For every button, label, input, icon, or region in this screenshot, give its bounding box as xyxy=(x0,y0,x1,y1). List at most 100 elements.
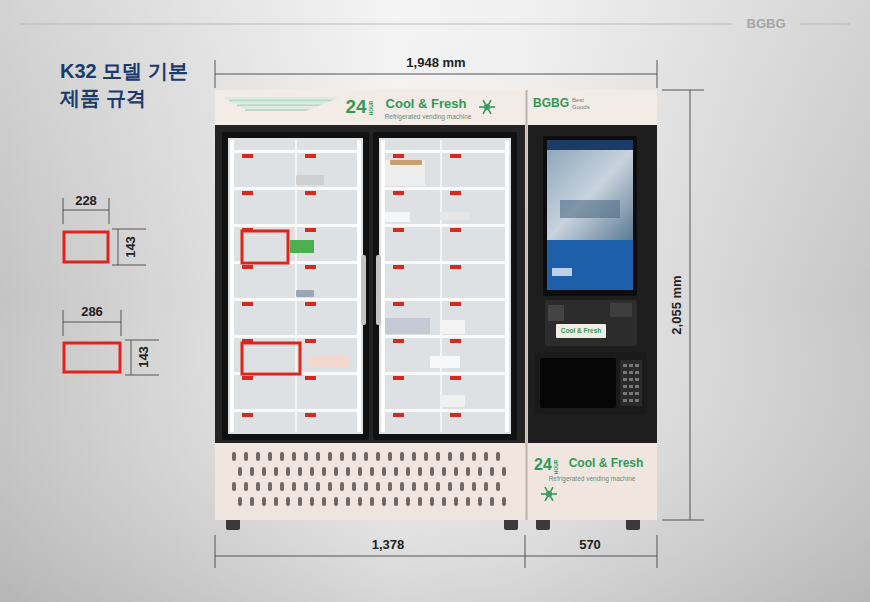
top-banner xyxy=(215,90,525,125)
dimension-tick xyxy=(125,340,159,341)
keypad-button xyxy=(629,385,633,388)
vent-slot xyxy=(232,482,236,491)
price-tag xyxy=(242,376,253,380)
snowflake-icon xyxy=(545,487,553,501)
brand-small: HOUR xyxy=(369,101,375,116)
vent-slot xyxy=(346,467,350,476)
vent-slot xyxy=(268,452,272,461)
price-tag xyxy=(393,376,404,380)
price-tag xyxy=(393,265,404,269)
price-tag xyxy=(305,302,316,306)
product-item xyxy=(440,320,465,334)
vent-slot xyxy=(472,452,476,461)
dimension-label: 286 xyxy=(81,305,103,319)
size-sample xyxy=(64,232,108,262)
dimension-label: 1,948 mm xyxy=(406,56,465,70)
dimension-tick xyxy=(125,375,159,376)
dimension-label: 143 xyxy=(124,236,138,258)
vent-slot xyxy=(472,482,476,491)
price-tag xyxy=(393,154,404,158)
vent-slot xyxy=(244,452,248,461)
banner-stripe xyxy=(233,102,328,104)
shelf-line xyxy=(385,150,505,153)
vent-slot xyxy=(274,467,278,476)
dimension-tick xyxy=(662,520,704,521)
product-item xyxy=(385,318,430,334)
vent-slot xyxy=(310,497,314,506)
brand-subtitle: Best Goods xyxy=(572,97,592,110)
keypad-button xyxy=(629,371,633,374)
keypad-button xyxy=(623,364,627,367)
price-tag xyxy=(242,265,253,269)
vent-slot xyxy=(364,482,368,491)
snowflake-icon xyxy=(483,100,491,114)
vent-slot xyxy=(406,497,410,506)
dimension-line xyxy=(215,556,657,557)
vent-slot xyxy=(232,452,236,461)
vent-slot xyxy=(292,452,296,461)
product-item xyxy=(385,212,410,222)
price-tag xyxy=(393,339,404,343)
vent-slot xyxy=(502,497,506,506)
vent-slot xyxy=(340,482,344,491)
shelf-line xyxy=(234,335,357,338)
vent-slot xyxy=(478,497,482,506)
product-sticker xyxy=(310,355,350,367)
keypad-button xyxy=(635,371,639,374)
price-tag xyxy=(305,154,316,158)
door-handle xyxy=(376,255,381,325)
brand-text: Cool & Fresh xyxy=(569,457,644,470)
product-item xyxy=(440,395,465,407)
banner-stripe xyxy=(225,97,340,99)
vent-slot xyxy=(286,497,290,506)
door-led xyxy=(381,140,385,432)
door-handle xyxy=(361,255,366,325)
price-tag xyxy=(393,191,404,195)
base-panel xyxy=(215,443,525,520)
vent-slot xyxy=(340,452,344,461)
screen-lower xyxy=(547,240,633,290)
vent-slot xyxy=(490,497,494,506)
vent-slot xyxy=(250,467,254,476)
screen-photo xyxy=(547,150,633,240)
product-item xyxy=(296,175,324,185)
price-tag xyxy=(393,413,404,417)
vent-slot xyxy=(478,467,482,476)
vent-slot xyxy=(244,482,248,491)
door-led xyxy=(357,140,361,432)
vent-slot xyxy=(304,452,308,461)
product-item xyxy=(296,290,314,297)
product-item xyxy=(385,160,425,186)
snowflake-icon xyxy=(484,104,490,110)
vent-slot xyxy=(256,452,260,461)
watermark: BGBG xyxy=(747,17,786,31)
vent-slot xyxy=(310,467,314,476)
vent-slot xyxy=(346,497,350,506)
keypad-button xyxy=(629,364,633,367)
vent-slot xyxy=(382,497,386,506)
vent-slot xyxy=(304,482,308,491)
snowflake-icon xyxy=(545,487,553,501)
sticker xyxy=(556,324,606,338)
sticker-text: Cool & Fresh xyxy=(561,327,601,334)
vent-slot xyxy=(484,482,488,491)
screen-element xyxy=(552,268,572,276)
vent-slot xyxy=(412,452,416,461)
vent-slot xyxy=(430,497,434,506)
keypad-button xyxy=(623,371,627,374)
dimension-tick xyxy=(109,198,110,224)
price-tag xyxy=(450,376,461,380)
shelf-line xyxy=(385,261,505,264)
vent-slot xyxy=(454,467,458,476)
vent-slot xyxy=(460,482,464,491)
vent-slot xyxy=(274,497,278,506)
vent-slot xyxy=(352,452,356,461)
price-tag xyxy=(450,191,461,195)
keypad-button xyxy=(635,378,639,381)
vent-slot xyxy=(400,482,404,491)
vent-slot xyxy=(376,482,380,491)
keypad-button xyxy=(623,385,627,388)
dimension-tick xyxy=(63,310,64,336)
card-slot xyxy=(610,303,632,317)
